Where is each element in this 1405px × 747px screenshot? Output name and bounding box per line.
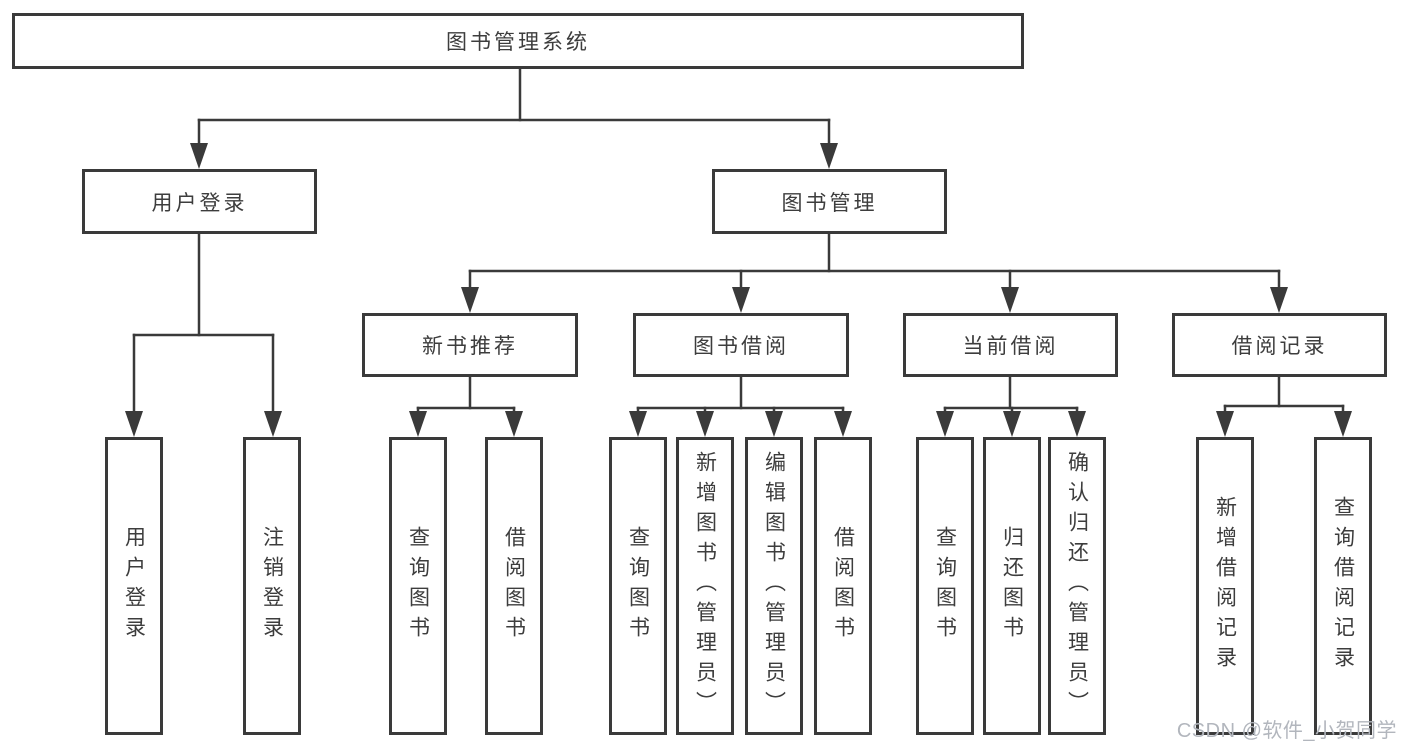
leaf-user-login: 用户登录	[105, 437, 163, 735]
node-current-borrowing: 当前借阅	[903, 313, 1118, 377]
csdn-watermark: CSDN @软件_小贺同学	[1176, 720, 1397, 742]
leaf-borrow-books-2-label: 借阅图书	[831, 526, 855, 646]
node-root-label: 图书管理系统	[446, 31, 590, 54]
arrowheads	[125, 143, 1352, 437]
leaf-return-books: 归还图书	[983, 437, 1041, 735]
leaf-query-borrow-record: 查询借阅记录	[1314, 437, 1372, 735]
leaf-edit-book-admin: 编辑图书（管理员）	[745, 437, 803, 735]
node-borrow-records-label: 借阅记录	[1231, 335, 1328, 358]
node-book-borrowing-label: 图书借阅	[693, 335, 789, 358]
leaf-borrow-books-2: 借阅图书	[814, 437, 872, 735]
node-new-book-recommend-label: 新书推荐	[422, 335, 518, 358]
leaf-query-books-2: 查询图书	[609, 437, 667, 735]
leaf-return-books-label: 归还图书	[1000, 526, 1024, 646]
leaf-logout: 注销登录	[243, 437, 301, 735]
node-book-management-label: 图书管理	[781, 191, 878, 215]
leaf-query-books-1-label: 查询图书	[406, 526, 430, 646]
leaf-confirm-return-admin-label: 确认归还（管理员）	[1065, 451, 1089, 721]
leaf-add-book-admin: 新增图书（管理员）	[676, 437, 734, 735]
leaf-user-login-label: 用户登录	[122, 526, 146, 646]
leaf-edit-book-admin-label: 编辑图书（管理员）	[762, 451, 786, 721]
leaf-query-borrow-record-label: 查询借阅记录	[1331, 496, 1355, 676]
leaf-confirm-return-admin: 确认归还（管理员）	[1048, 437, 1106, 735]
leaf-query-books-2-label: 查询图书	[626, 526, 650, 646]
leaf-add-book-admin-label: 新增图书（管理员）	[693, 451, 717, 721]
node-current-borrowing-label: 当前借阅	[962, 335, 1059, 358]
leaf-borrow-books-1: 借阅图书	[485, 437, 543, 735]
leaf-query-books-3-label: 查询图书	[933, 526, 957, 646]
leaf-query-books-1: 查询图书	[389, 437, 447, 735]
leaf-add-borrow-record-label: 新增借阅记录	[1213, 496, 1237, 676]
node-user-login: 用户登录	[82, 169, 317, 234]
node-book-management: 图书管理	[712, 169, 947, 234]
leaf-logout-label: 注销登录	[260, 526, 284, 646]
leaf-query-books-3: 查询图书	[916, 437, 974, 735]
leaf-add-borrow-record: 新增借阅记录	[1196, 437, 1254, 735]
node-user-login-label: 用户登录	[151, 191, 248, 215]
node-root: 图书管理系统	[12, 13, 1024, 69]
node-book-borrowing: 图书借阅	[633, 313, 849, 377]
node-borrow-records: 借阅记录	[1172, 313, 1387, 377]
leaf-borrow-books-1-label: 借阅图书	[502, 526, 526, 646]
node-new-book-recommend: 新书推荐	[362, 313, 578, 377]
